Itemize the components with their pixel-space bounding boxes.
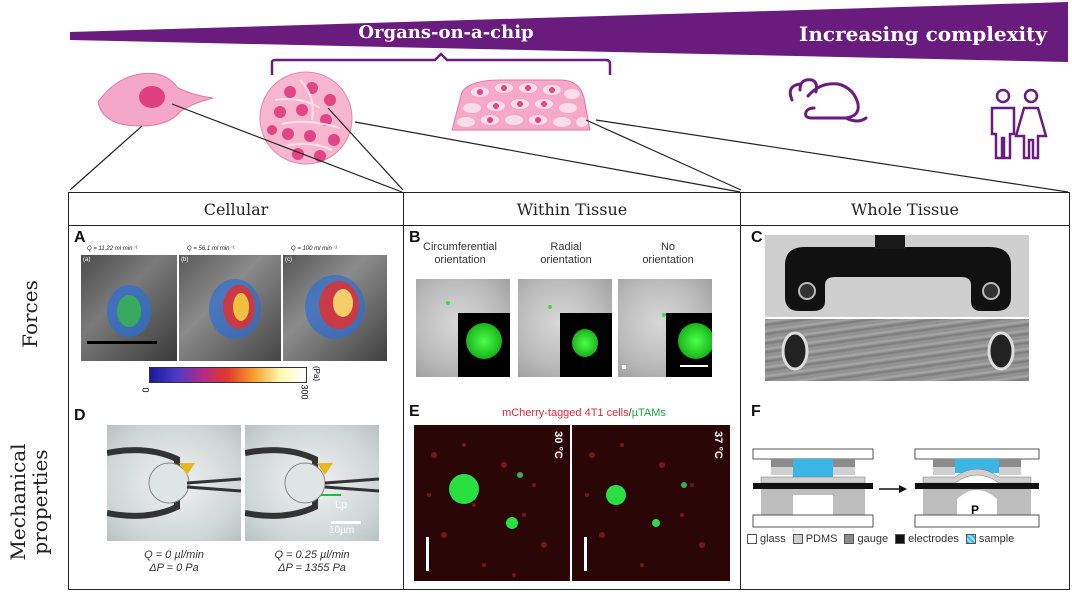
row-label-mechanical-text: Mechanical properties: [6, 443, 52, 561]
forces-image-a3: (c): [283, 255, 387, 361]
caption-e-red: mCherry-tagged 4T1 cells: [502, 407, 629, 419]
connector-lines: [69, 103, 1069, 193]
legend-electrodes-label: electrodes: [908, 533, 959, 545]
legend-gauge: gauge: [844, 533, 888, 545]
panel-whole-tissue: Whole Tissue C F: [740, 192, 1070, 590]
mouse-icon: [788, 78, 868, 123]
caption-e-green: µTAMs: [631, 407, 666, 419]
scale-label-d: 10µm: [329, 525, 355, 536]
colorbar: [149, 367, 307, 383]
panel-within-tissue: Within Tissue B Circumferential orientat…: [403, 192, 741, 590]
panel-cellular: Cellular A (a) (b) (c) Q = 11.22 ml min⁻…: [68, 192, 404, 590]
orientation-label-2: Radial orientation: [540, 241, 592, 266]
flow-label-3: Q = 100 ml min⁻¹: [291, 246, 338, 252]
row-label-forces: Forces: [18, 280, 42, 348]
caption-d-right-p: ΔP = 1355 Pa: [278, 562, 346, 574]
legend-glass: glass: [747, 533, 786, 545]
flow-label-2: Q = 56.1 ml min⁻¹: [187, 246, 235, 252]
caption-d-right-q: Q = 0.25 µl/min: [274, 549, 350, 561]
sub-label-b: (b): [181, 257, 189, 263]
panel-letter-a: A: [74, 229, 86, 246]
pressure-label: P: [971, 503, 980, 517]
legend-glass-label: glass: [760, 533, 786, 545]
pressure-device-schematic: [752, 448, 1040, 528]
spheroid-icon: [259, 71, 353, 165]
caption-d-right: Q = 0.25 µl/min ΔP = 1355 Pa: [245, 549, 379, 575]
device-right: [914, 448, 1040, 528]
temp-label-37: 37 °C: [712, 431, 725, 459]
whole-tissue-image-bottom: [765, 319, 1029, 381]
legend-sample: sample: [965, 533, 1015, 545]
mechanical-image-d1: [107, 425, 241, 541]
complexity-wedge: [70, 2, 1068, 62]
mechanical-image-d2: Lp 10µm: [245, 425, 379, 541]
legend-electrodes: electrodes: [895, 533, 959, 545]
panel-within-title: Within Tissue: [404, 193, 740, 226]
humans-icon: [990, 88, 1048, 160]
flow-label-1: Q = 11.22 ml min⁻¹: [87, 246, 138, 252]
complexity-banner: [69, 2, 1069, 193]
sub-label-a: (a): [83, 257, 91, 263]
organs-bracket: [270, 52, 612, 75]
increasing-complexity-label: Increasing complexity: [798, 22, 1047, 46]
temp-label-30: 30 °C: [552, 431, 565, 459]
panel-letter-f: F: [751, 403, 761, 420]
caption-d-left: Q = 0 µl/min ΔP = 0 Pa: [107, 549, 241, 575]
organs-on-a-chip-label: Organs-on-a-chip: [358, 22, 534, 43]
legend-sample-label: sample: [978, 533, 1015, 545]
single-cell-icon: [97, 72, 214, 127]
caption-e: mCherry-tagged 4T1 cells/µTAMs: [434, 407, 734, 419]
colorbar-max: 300: [299, 384, 310, 400]
orientation-image-1: [416, 279, 510, 377]
orientation-image-2: [518, 279, 612, 377]
schematic-legend: glass PDMS gauge electrodes sample: [747, 533, 1021, 545]
fluorescence-image-37c: 37 °C: [572, 425, 730, 581]
row-label-mechanical: Mechanical properties: [6, 427, 52, 577]
legend-gauge-label: gauge: [857, 533, 889, 545]
panel-letter-c: C: [751, 229, 763, 246]
caption-e-sep: /: [628, 407, 632, 419]
panel-letter-d: D: [74, 407, 86, 424]
caption-d-left-p: ΔP = 0 Pa: [149, 562, 199, 574]
colorbar-min: 0: [140, 387, 151, 393]
tissue-layer-icon: [451, 79, 591, 131]
legend-pdms: PDMS: [792, 533, 838, 545]
caption-d-left-q: Q = 0 µl/min: [144, 549, 204, 561]
fluorescence-image-30c: 30 °C: [414, 425, 570, 581]
sub-label-c: (c): [285, 257, 292, 263]
forces-image-a1: (a): [81, 255, 177, 361]
lp-label: Lp: [335, 499, 348, 511]
panel-letter-e: E: [409, 403, 420, 420]
flow-label-a: (a): [83, 257, 90, 263]
orientation-label-1: Circumferential orientation: [423, 241, 497, 266]
forces-image-a2: (b): [179, 255, 281, 361]
panel-letter-b: B: [409, 229, 421, 246]
whole-tissue-image-top: [765, 235, 1029, 317]
orientation-label-3: No orientation: [642, 241, 694, 266]
device-left: [752, 448, 874, 528]
legend-pdms-label: PDMS: [805, 533, 838, 545]
colorbar-unit: (Pa): [312, 365, 322, 382]
panel-whole-title: Whole Tissue: [741, 193, 1069, 226]
panel-cellular-title: Cellular: [69, 193, 403, 226]
orientation-image-3: [618, 279, 712, 377]
